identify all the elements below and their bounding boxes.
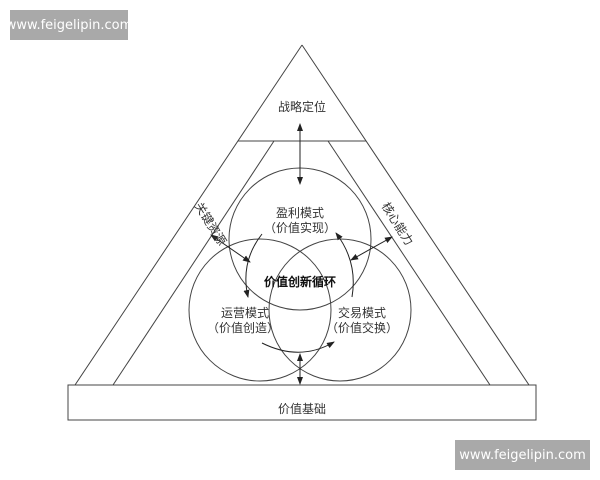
center-label: 价值创新循环 [264,274,336,289]
right-inner-edge [327,140,491,386]
operation-model-subtitle: （价值创造） [207,320,279,335]
watermark-bottom-right: www.feigelipin.com [455,440,590,470]
base-label: 价值基础 [278,401,326,416]
cycle-arrow-right [335,232,354,298]
transaction-model-subtitle: （价值交换） [326,320,398,335]
outer-triangle [74,44,530,386]
transaction-model-title: 交易模式 [338,305,386,320]
arrow-right-capability [350,236,393,261]
profit-model-title: 盈利模式 [276,206,324,220]
circle-operation-model [188,238,332,382]
operation-model-title: 运营模式 [221,306,269,320]
left-side-label: 关键资源 [192,200,229,248]
left-inner-edge [112,140,275,386]
cycle-arrow-bottom [261,341,335,353]
watermark-top-left: www.feigelipin.com [6,10,132,40]
profit-model-subtitle: （价值实现） [264,220,336,235]
base-band [67,384,537,421]
apex-label: 战略定位 [278,99,326,114]
cycle-arrow-left [243,233,263,298]
arrow-left-resource [210,234,251,263]
